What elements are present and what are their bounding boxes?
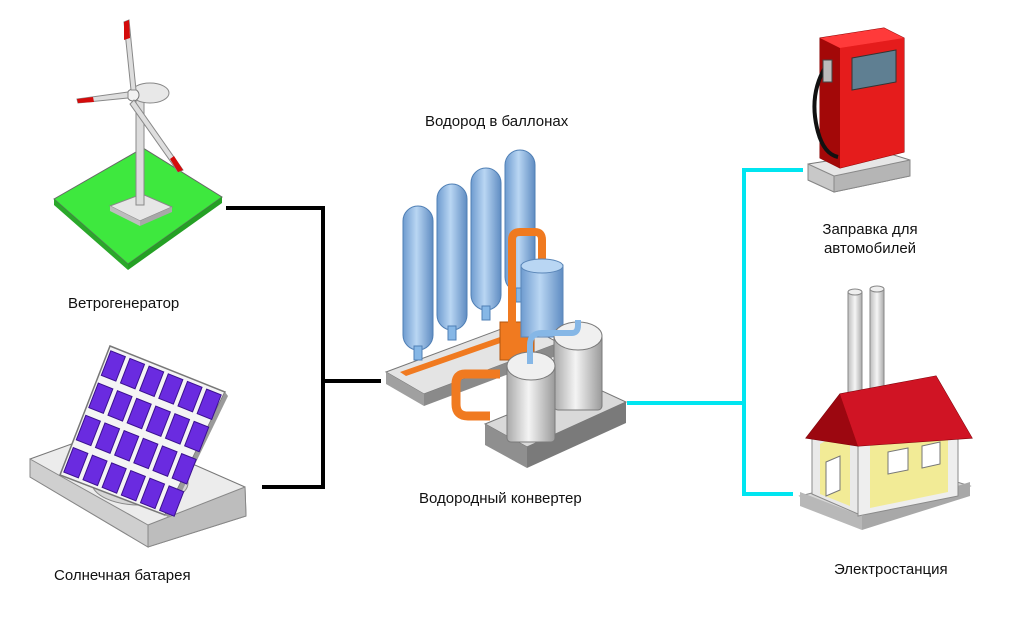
solar-cell	[113, 429, 140, 462]
wind-generator-label: Ветрогенератор	[68, 295, 180, 312]
solar-cell	[82, 454, 108, 487]
car-refueling-label: Заправка для автомобилей	[810, 220, 930, 258]
solar-cell	[107, 390, 133, 422]
tank-valve	[413, 345, 423, 361]
power-station-icon	[798, 285, 973, 530]
tank-valve	[481, 305, 491, 321]
hydrogen-tanks-label: Водород в баллонах	[425, 113, 569, 130]
solar-cell	[177, 380, 203, 413]
solar-battery-label: Солнечная батарея	[54, 567, 191, 584]
hydrogen-converter-label: Водородный конвертер	[419, 490, 582, 507]
solar-cell	[94, 422, 121, 454]
solar-cell	[120, 469, 147, 502]
solar-cell	[158, 485, 185, 517]
solar-cell	[133, 437, 159, 470]
solar-cell	[158, 373, 184, 405]
solar-cell	[145, 405, 172, 438]
solar-cell	[183, 420, 210, 453]
solar-panel-icon	[29, 345, 247, 548]
input-connectors	[226, 206, 381, 489]
tank-valve	[447, 325, 457, 341]
solar-cell	[63, 446, 89, 479]
solar-cell	[100, 350, 127, 382]
solar-cell	[138, 365, 165, 398]
solar-cell	[196, 388, 222, 421]
solar-cell	[101, 462, 127, 494]
output-connectors	[627, 168, 803, 496]
fuel-pump-icon	[807, 27, 911, 193]
power-station-label: Электростанция	[834, 561, 948, 578]
hydrogen-tank	[402, 205, 434, 351]
solar-cell	[126, 397, 152, 430]
hydrogen-tank	[470, 167, 502, 311]
solar-cell	[75, 414, 102, 447]
car-refueling-label-line1: Заправка для	[822, 221, 918, 238]
car-refueling-label-line2: автомобилей	[823, 240, 917, 257]
solar-cells	[63, 350, 222, 517]
wind-turbine-icon	[53, 19, 223, 270]
solar-cell	[88, 382, 114, 415]
solar-cell	[119, 357, 146, 390]
solar-cell	[139, 477, 166, 510]
hydrogen-converter-icon	[451, 228, 628, 468]
solar-cell	[164, 413, 191, 445]
solar-cell	[152, 445, 178, 477]
solar-cell	[171, 452, 197, 485]
hydrogen-tank	[436, 183, 468, 331]
